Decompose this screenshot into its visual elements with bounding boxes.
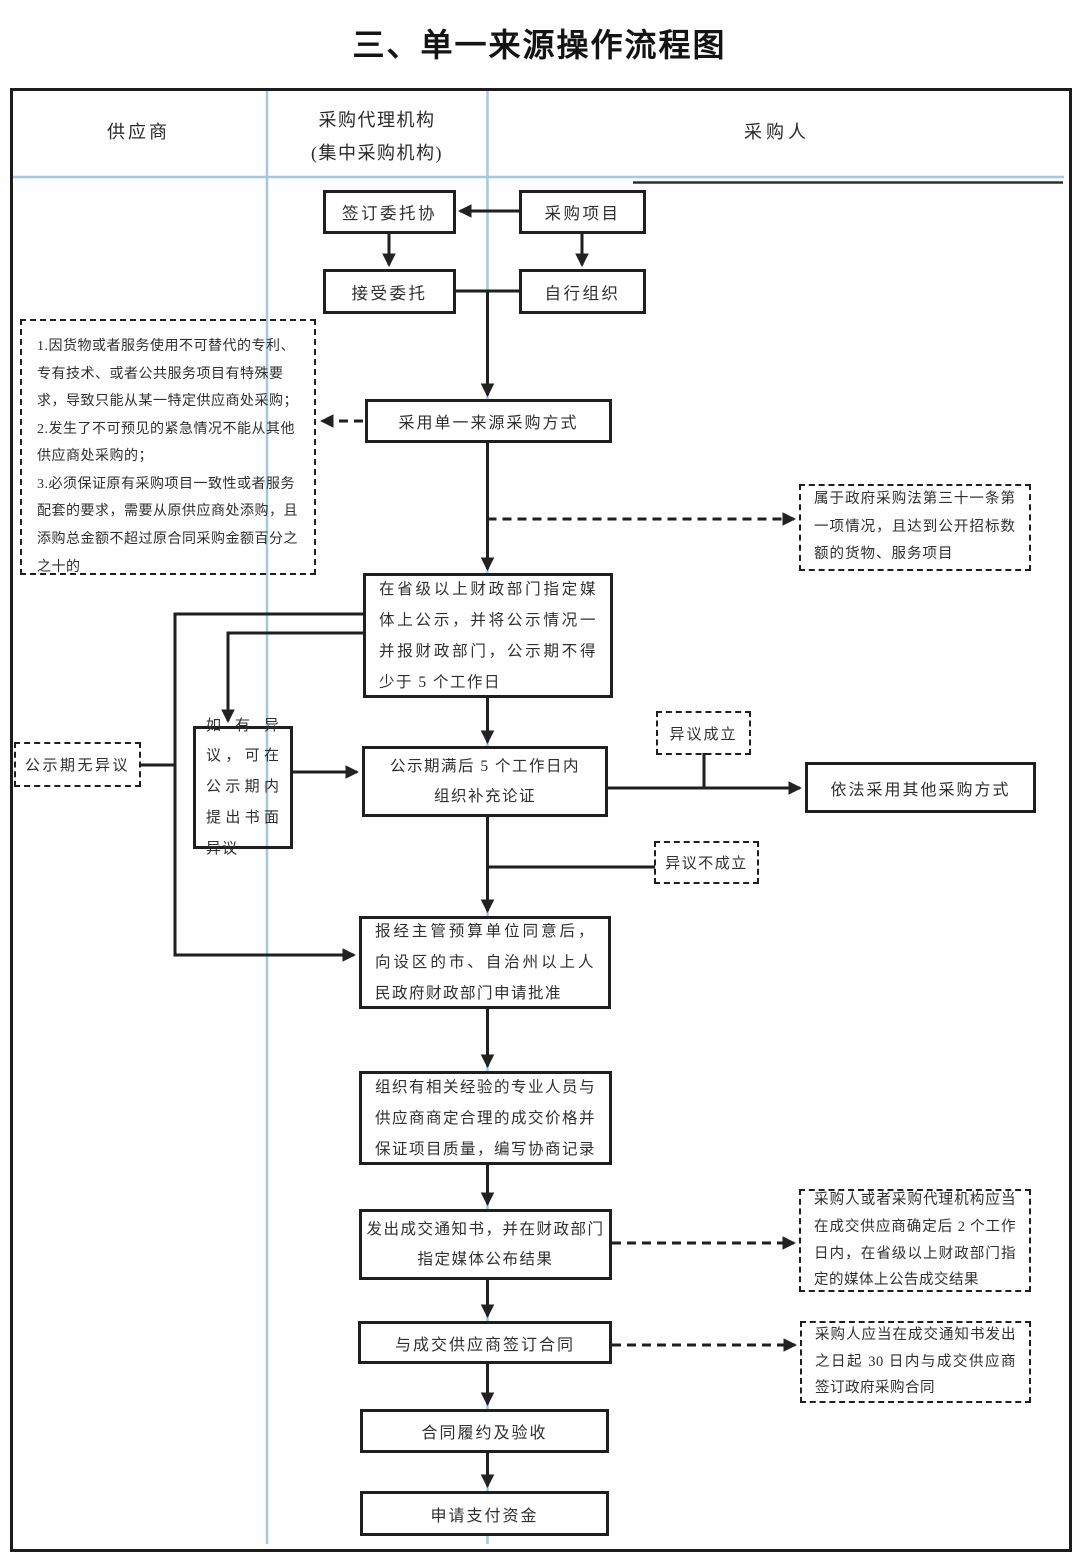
- note-announce-result: 采购人或者采购代理机构应当在成交供应商确定后 2 个工作日内，在省级以上财政部门…: [799, 1189, 1031, 1292]
- node-adopt-single-source: 采用单一来源采购方式: [365, 399, 612, 443]
- note-law-article-31: 属于政府采购法第三十一条第一项情况，且达到公开招标数额的货物、服务项目: [799, 484, 1031, 571]
- note-single-source-reasons: 1.因货物或者服务使用不可替代的专利、专有技术、或者公共服务项目有特殊要求，导致…: [20, 319, 316, 575]
- dashed-connectors: [319, 414, 798, 1352]
- node-self-organize: 自行组织: [519, 269, 646, 314]
- note-objection-invalid: 异议不成立: [654, 841, 759, 884]
- node-negotiate: 组织有相关经验的专业人员与供应商商定合理的成交价格并保证项目质量，编写协商记录: [359, 1071, 612, 1165]
- node-approval: 报经主管预算单位同意后，向设区的市、自治州以上人民政府财政部门申请批准: [359, 916, 611, 1009]
- page-title: 三、单一来源操作流程图: [352, 27, 727, 63]
- node-accept-commission: 接受委托: [323, 269, 456, 314]
- node-request-payment: 申请支付资金: [360, 1491, 609, 1536]
- node-fulfil-accept: 合同履约及验收: [360, 1409, 609, 1453]
- lane-header-supplier: 供应商: [107, 122, 170, 142]
- reason-item: 2.发生了不可预见的紧急情况不能从其他供应商处采购的；: [37, 421, 295, 465]
- reason-item: 1.因货物或者服务使用不可替代的专利、专有技术、或者公共服务项目有特殊要求，导致…: [37, 339, 298, 410]
- lane-header-agency-line2: (集中采购机构): [311, 143, 443, 163]
- flowchart-frame: [10, 88, 1072, 1552]
- node-objection: 如有异议，可在公示期内提出书面异议: [193, 718, 293, 857]
- lane-header-purchaser: 采购人: [744, 122, 810, 142]
- lane-header-agency-line1: 采购代理机构: [318, 110, 436, 130]
- node-supplementary-review: 公示期满后 5 个工作日内 组织补充论证: [362, 746, 608, 817]
- node-publicity: 在省级以上财政部门指定媒体上公示，并将公示情况一并报财政部门，公示期不得少于 5…: [363, 573, 613, 698]
- node-procurement-project: 采购项目: [519, 190, 646, 234]
- note-objection-valid: 异议成立: [656, 711, 751, 755]
- node-notify-result: 发出成交通知书，并在财政部门 指定媒体公布结果: [359, 1209, 612, 1280]
- lane-header-agency: 采购代理机构 (集中采购机构): [267, 106, 487, 165]
- note-sign-within-30-days: 采购人应当在成交通知书发出之日起 30 日内与成交供应商签订政府采购合同: [800, 1321, 1031, 1403]
- node-sign-contract: 与成交供应商签订合同: [358, 1321, 612, 1364]
- note-no-objection: 公示期无异议: [14, 742, 141, 787]
- node-other-method: 依法采用其他采购方式: [805, 762, 1036, 813]
- node-sign-agreement: 签订委托协: [323, 190, 456, 234]
- solid-connectors: [140, 204, 803, 1489]
- reason-item: 3.必须保证原有采购项目一致性或者服务配套的要求，需要从原供应商处添购，且添购总…: [37, 476, 298, 575]
